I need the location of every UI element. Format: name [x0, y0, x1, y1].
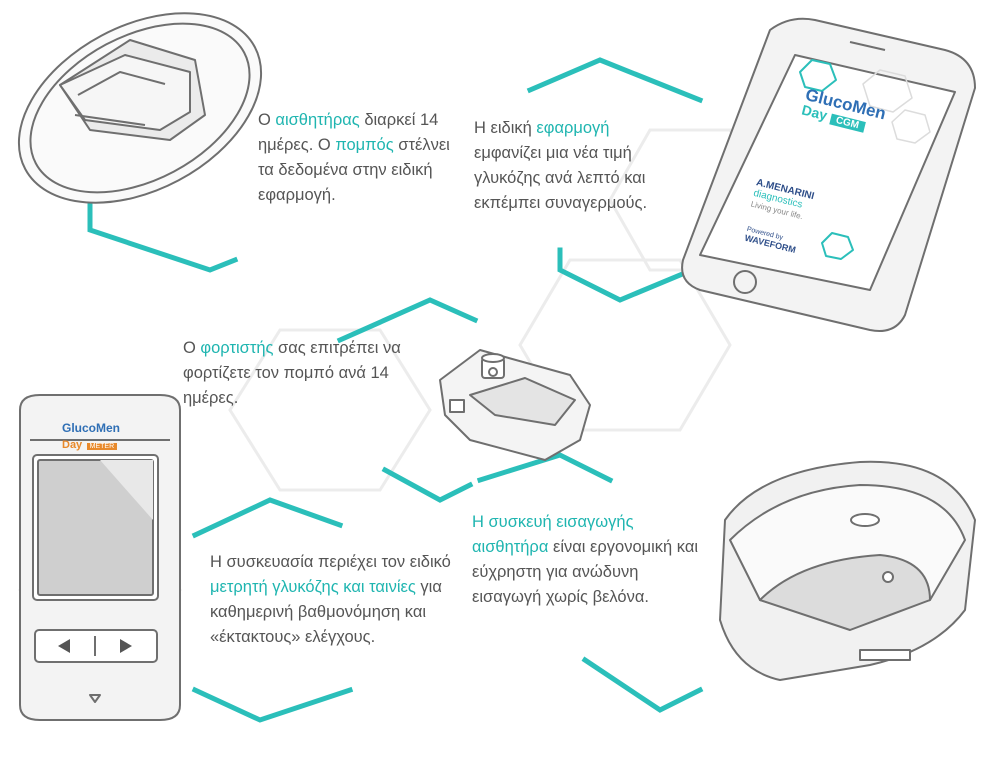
charger-caption: Ο φορτιστής σας επιτρέπει να φορτίζετε τ…	[183, 336, 428, 411]
kit-caption: Η συσκευασία περιέχει τον ειδικό μετρητή…	[210, 550, 465, 650]
app-caption-text2: εμφανίζει μια νέα τιμή γλυκόζης ανά λεπτ…	[474, 144, 648, 212]
applicator-caption-highlight1: Η συσκευή εισαγωγής αισθητήρα	[472, 513, 634, 556]
meter-product: METER	[86, 443, 118, 450]
sensor-caption-text2: διαρκεί 14 ημέρες. Ο	[258, 111, 439, 154]
applicator-frame-top	[476, 452, 614, 484]
kit-frame-bottom	[191, 686, 354, 723]
kit-frame-top	[191, 497, 344, 539]
app-caption: Η ειδική εφαρμογή εμφανίζει μια νέα τιμή…	[474, 116, 659, 216]
app-frame-top	[526, 57, 704, 104]
meter-logo: GlucoMen Day METER	[62, 419, 120, 453]
sensor-caption-text1: Ο	[258, 111, 276, 129]
applicator-caption: Η συσκευή εισαγωγής αισθητήρα είναι εργο…	[472, 510, 707, 610]
smartphone-illustration	[681, 17, 976, 332]
applicator-illustration	[719, 460, 976, 681]
charger-caption-highlight1: φορτιστής	[200, 339, 274, 357]
kit-caption-text1: Η συσκευασία περιέχει τον ειδικό	[210, 553, 451, 571]
sensor-caption: Ο αισθητήρας διαρκεί 14 ημέρες. Ο πομπός…	[258, 108, 453, 208]
sensor-transmitter-illustration	[17, 12, 263, 204]
app-caption-text1: Η ειδική	[474, 119, 537, 137]
sensor-frame-bottom	[87, 182, 239, 273]
charger-frame-top	[336, 297, 479, 344]
applicator-frame-bottom	[581, 656, 704, 713]
charger-frame-bottom	[381, 466, 474, 503]
glucose-meter-illustration	[19, 394, 181, 721]
sensor-caption-highlight1: αισθητήρας	[275, 111, 360, 129]
kit-caption-highlight1: μετρητή γλυκόζης και ταινίες	[210, 578, 416, 596]
charger-illustration	[439, 349, 591, 461]
app-caption-highlight1: εφαρμογή	[536, 119, 610, 137]
sensor-caption-text3: στέλνει τα δεδομένα στην ειδική εφαρμογή…	[258, 136, 450, 204]
meter-brand-day: Day	[62, 439, 83, 451]
sensor-caption-highlight2: πομπός	[335, 136, 394, 154]
meter-brand-name: GlucoMen	[62, 421, 121, 435]
kit-caption-text2: για καθημερινή βαθμονόμηση και «έκτακτου…	[210, 578, 442, 646]
applicator-caption-text1: είναι εργονομική και εύχρηστη για ανώδυν…	[472, 538, 699, 606]
charger-caption-text1: Ο	[183, 339, 201, 357]
app-frame-bottom	[557, 247, 684, 303]
charger-caption-text2: σας επιτρέπει να φορτίζετε τον πομπό ανά…	[183, 339, 401, 407]
